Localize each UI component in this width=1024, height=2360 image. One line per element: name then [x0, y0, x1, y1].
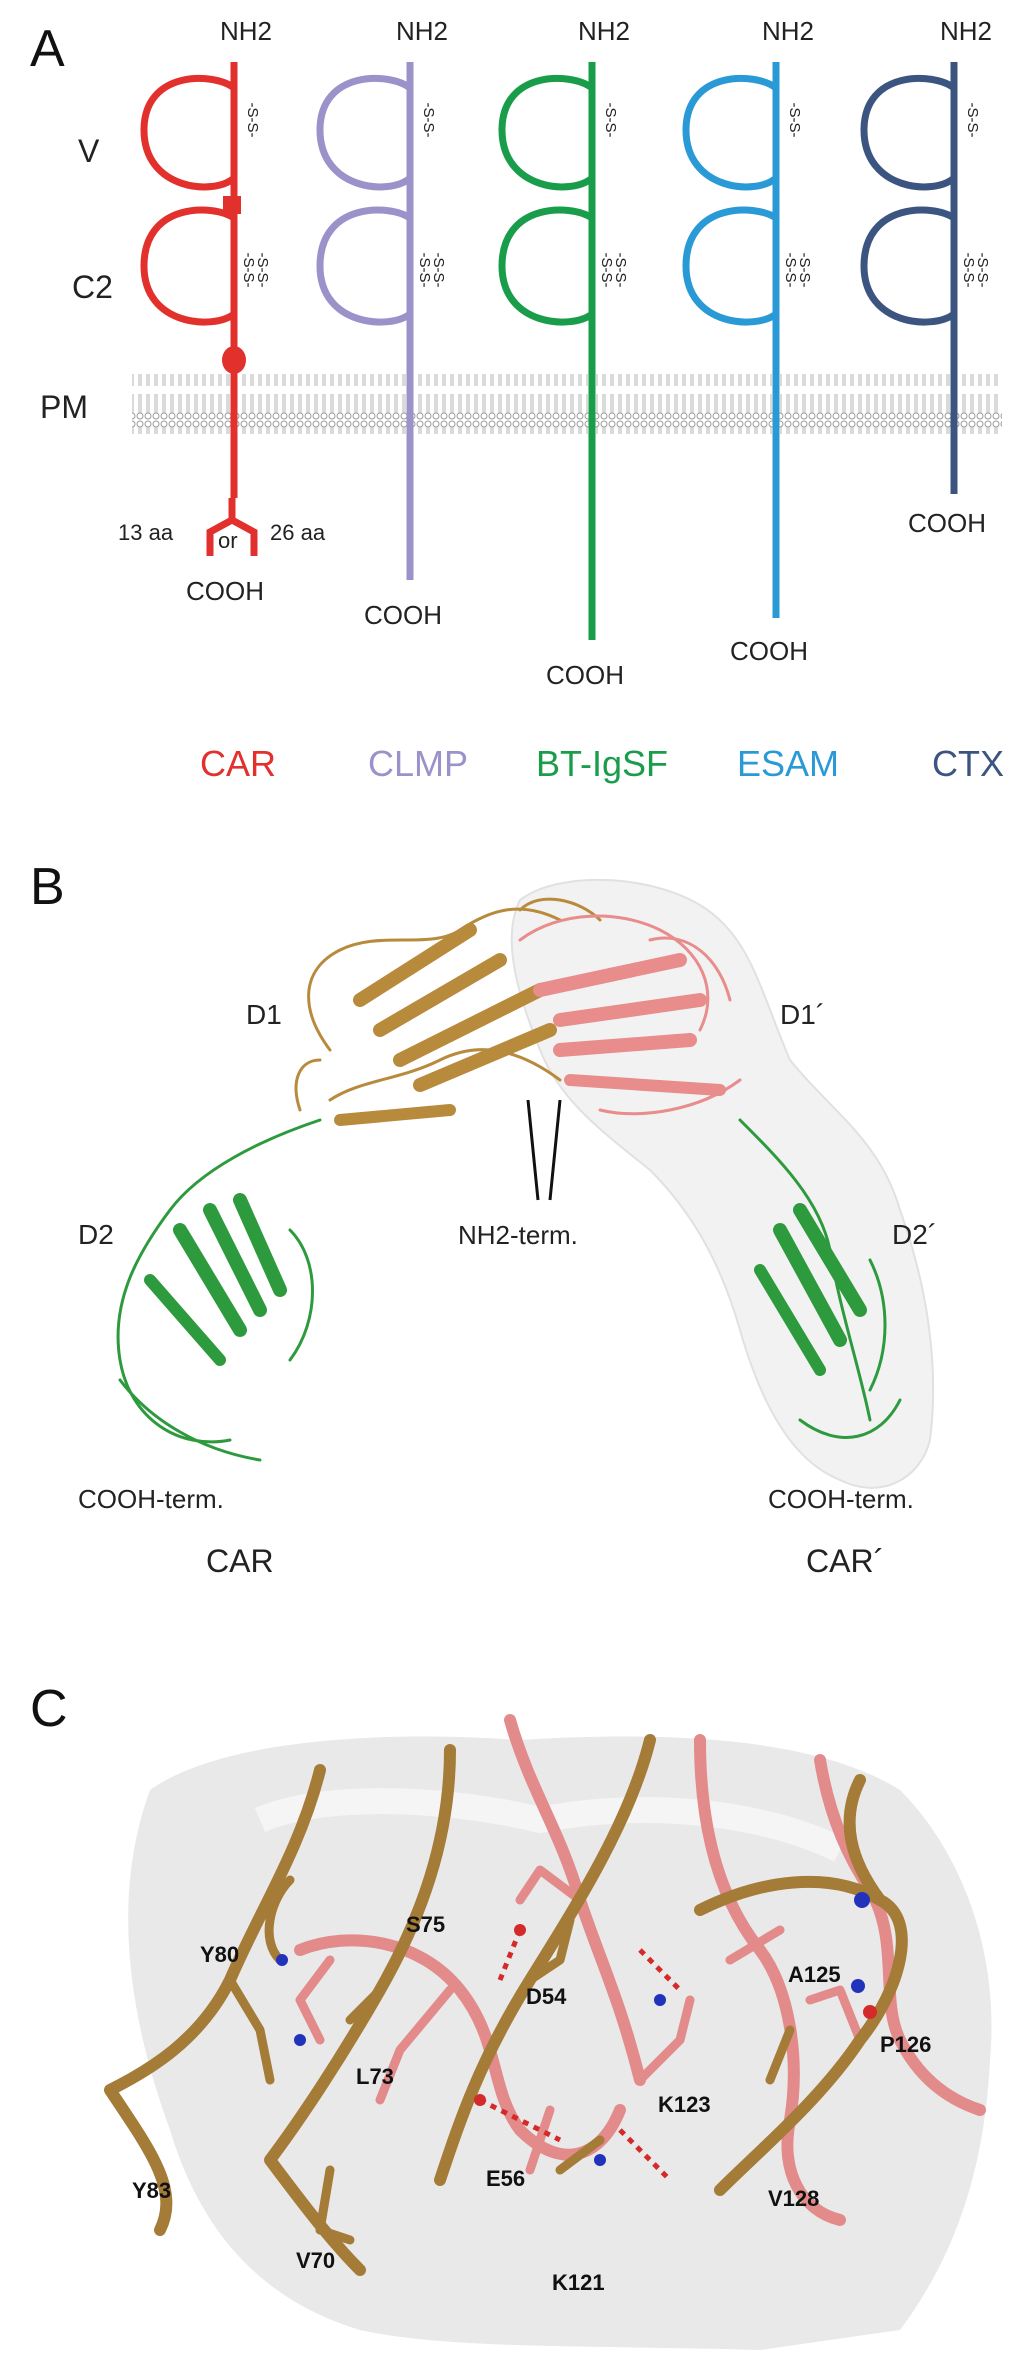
cooh-label: COOH — [908, 508, 986, 538]
protein-ctx: NH2-S-S--S-S--S-S-COOH — [860, 16, 992, 538]
protein-name-ctx: CTX — [932, 743, 1004, 784]
disulfide-label: -S-S- — [796, 253, 813, 288]
domain-d1-ribbon — [294, 897, 602, 1126]
disulfide-label: -S-S- — [430, 253, 447, 288]
domain-label-pm: PM — [40, 389, 88, 425]
nterm-pointer-1 — [526, 1099, 540, 1201]
label-nh2-term: NH2-term. — [458, 1220, 578, 1250]
cooh-label: COOH — [186, 576, 264, 606]
domain-d2-ribbon — [116, 1118, 322, 1462]
nh2-label: NH2 — [578, 16, 630, 46]
nh2-label: NH2 — [220, 16, 272, 46]
nh2-label: NH2 — [940, 16, 992, 46]
disulfide-label: -S-S- — [254, 253, 271, 288]
disulfide-label: -S-S- — [964, 103, 981, 138]
nh2-label: NH2 — [396, 16, 448, 46]
hydrogen-bonds — [478, 1929, 682, 2182]
domain-label-v: V — [78, 133, 100, 169]
disulfide-label: -S-S- — [240, 253, 257, 288]
disulfide-label: -S-S- — [782, 253, 799, 288]
car-marker-square — [223, 196, 241, 214]
protein-car: NH2-S-S--S-S--S-S-COOH — [140, 16, 272, 606]
label-molecule-car-prime: CAR´ — [806, 1543, 884, 1579]
nterm-pointer-2 — [548, 1099, 562, 1201]
protein-name-clmp: CLMP — [368, 743, 468, 784]
protein-v-loop — [860, 74, 957, 191]
residue-k121: K121 — [552, 2270, 605, 2295]
heteroatoms — [276, 1892, 877, 2166]
protein-c2-loop — [860, 206, 957, 326]
isoform-13aa: 13 aa — [118, 520, 174, 545]
residue-p126: P126 — [880, 2032, 931, 2057]
isoform-26aa: 26 aa — [270, 520, 326, 545]
residue-e56: E56 — [486, 2166, 525, 2191]
disulfide-label: -S-S- — [598, 253, 615, 288]
label-cooh-term-left: COOH-term. — [78, 1484, 224, 1514]
panel-a-letter: A — [30, 20, 65, 78]
panel-c-letter: C — [30, 1680, 68, 1738]
car-tail-26aa — [228, 498, 258, 556]
protein-v-loop — [682, 74, 779, 191]
residue-y83: Y83 — [132, 2178, 171, 2203]
domain-d2-prime-ribbon — [738, 1118, 902, 1439]
protein-c2-loop — [498, 206, 595, 326]
label-d1-prime: D1´ — [780, 999, 825, 1030]
domain-d1-prime-ribbon — [518, 914, 742, 1116]
plasma-membrane — [132, 374, 1002, 434]
panel-b-letter: B — [30, 858, 65, 916]
gold-chain — [104, 1734, 908, 2276]
protein-c2-loop — [316, 206, 413, 326]
label-cooh-term-right: COOH-term. — [768, 1484, 914, 1514]
panel-c: C — [30, 1680, 992, 2350]
protein-name-esam: ESAM — [737, 743, 839, 784]
protein-name-row: CAR CLMP BT-IgSF ESAM CTX — [200, 743, 1004, 784]
label-d1: D1 — [246, 999, 282, 1030]
protein-v-loop — [498, 74, 595, 191]
protein-clmp: NH2-S-S--S-S--S-S-COOH — [316, 16, 448, 630]
label-molecule-car: CAR — [206, 1543, 274, 1579]
protein-v-loop — [316, 74, 413, 191]
residue-v70: V70 — [296, 2248, 335, 2273]
label-d2-prime: D2´ — [892, 1219, 937, 1250]
protein-name-car: CAR — [200, 743, 276, 784]
residue-s75: S75 — [406, 1912, 445, 1937]
residue-d54: D54 — [526, 1984, 567, 2009]
cooh-label: COOH — [730, 636, 808, 666]
car-isoform-tails: 13 aa or 26 aa — [118, 196, 326, 556]
domain-label-c2: C2 — [72, 269, 113, 305]
protein-v-loop — [140, 74, 237, 191]
disulfide-label: -S-S- — [420, 103, 437, 138]
disulfide-label: -S-S- — [786, 103, 803, 138]
protein-name-bt-igsf: BT-IgSF — [536, 743, 668, 784]
nh2-label: NH2 — [762, 16, 814, 46]
car-prime-surface — [510, 878, 935, 1489]
cooh-label: COOH — [364, 600, 442, 630]
disulfide-label: -S-S- — [244, 103, 261, 138]
residue-a125: A125 — [788, 1962, 841, 1987]
disulfide-label: -S-S- — [974, 253, 991, 288]
isoform-or: or — [218, 528, 238, 553]
cooh-label: COOH — [546, 660, 624, 690]
disulfide-label: -S-S- — [612, 253, 629, 288]
residue-v128: V128 — [768, 2186, 819, 2211]
disulfide-label: -S-S- — [960, 253, 977, 288]
residue-k123: K123 — [658, 2092, 711, 2117]
disulfide-label: -S-S- — [416, 253, 433, 288]
protein-esam: NH2-S-S--S-S--S-S-COOH — [682, 16, 814, 666]
protein-c2-loop — [682, 206, 779, 326]
residue-l73: L73 — [356, 2064, 394, 2089]
panel-b: B — [30, 858, 937, 1579]
disulfide-label: -S-S- — [602, 103, 619, 138]
protein-diagrams: NH2-S-S--S-S--S-S-COOHNH2-S-S--S-S--S-S-… — [140, 16, 992, 690]
label-d2: D2 — [78, 1219, 114, 1250]
protein-bt-igsf: NH2-S-S--S-S--S-S-COOH — [498, 16, 630, 690]
protein-c2-loop — [140, 206, 237, 326]
residue-y80: Y80 — [200, 1942, 239, 1967]
panel-a: A V C2 PM NH2-S-S--S-S--S-S-COOHNH2-S-S-… — [30, 16, 1004, 784]
car-marker-oval — [222, 346, 246, 374]
